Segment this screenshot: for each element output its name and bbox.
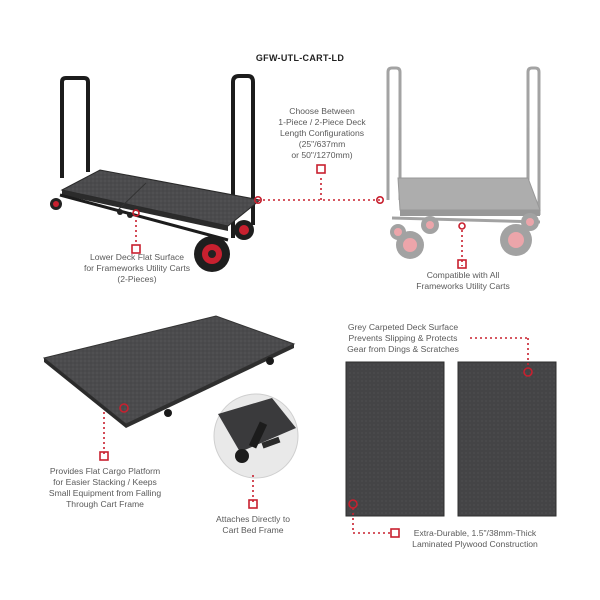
caption-durable: Extra-Durable, 1.5"/38mm-Thick Laminated… xyxy=(412,528,538,549)
deck-panel-image xyxy=(42,315,296,428)
caption-deck-config: Choose Between 1-Piece / 2-Piece Deck Le… xyxy=(278,106,366,160)
compatible-cart-image xyxy=(386,66,541,259)
callout-markers xyxy=(99,164,533,538)
caption-flat-cargo: Provides Flat Cargo Platform for Easier … xyxy=(48,466,162,509)
caption-compatible: Compatible with All Frameworks Utility C… xyxy=(416,270,510,291)
cart-with-deck-image xyxy=(50,74,262,272)
caption-attaches: Attaches Directly to Cart Bed Frame xyxy=(215,514,291,535)
product-sku: GFW-UTL-CART-LD xyxy=(255,53,345,63)
caption-lower-deck: Lower Deck Flat Surface for Frameworks U… xyxy=(84,252,190,284)
deck-pieces-image xyxy=(345,361,557,517)
caption-carpeted-surface: Grey Carpeted Deck Surface Prevents Slip… xyxy=(347,322,459,354)
clamp-detail-image xyxy=(213,393,299,479)
